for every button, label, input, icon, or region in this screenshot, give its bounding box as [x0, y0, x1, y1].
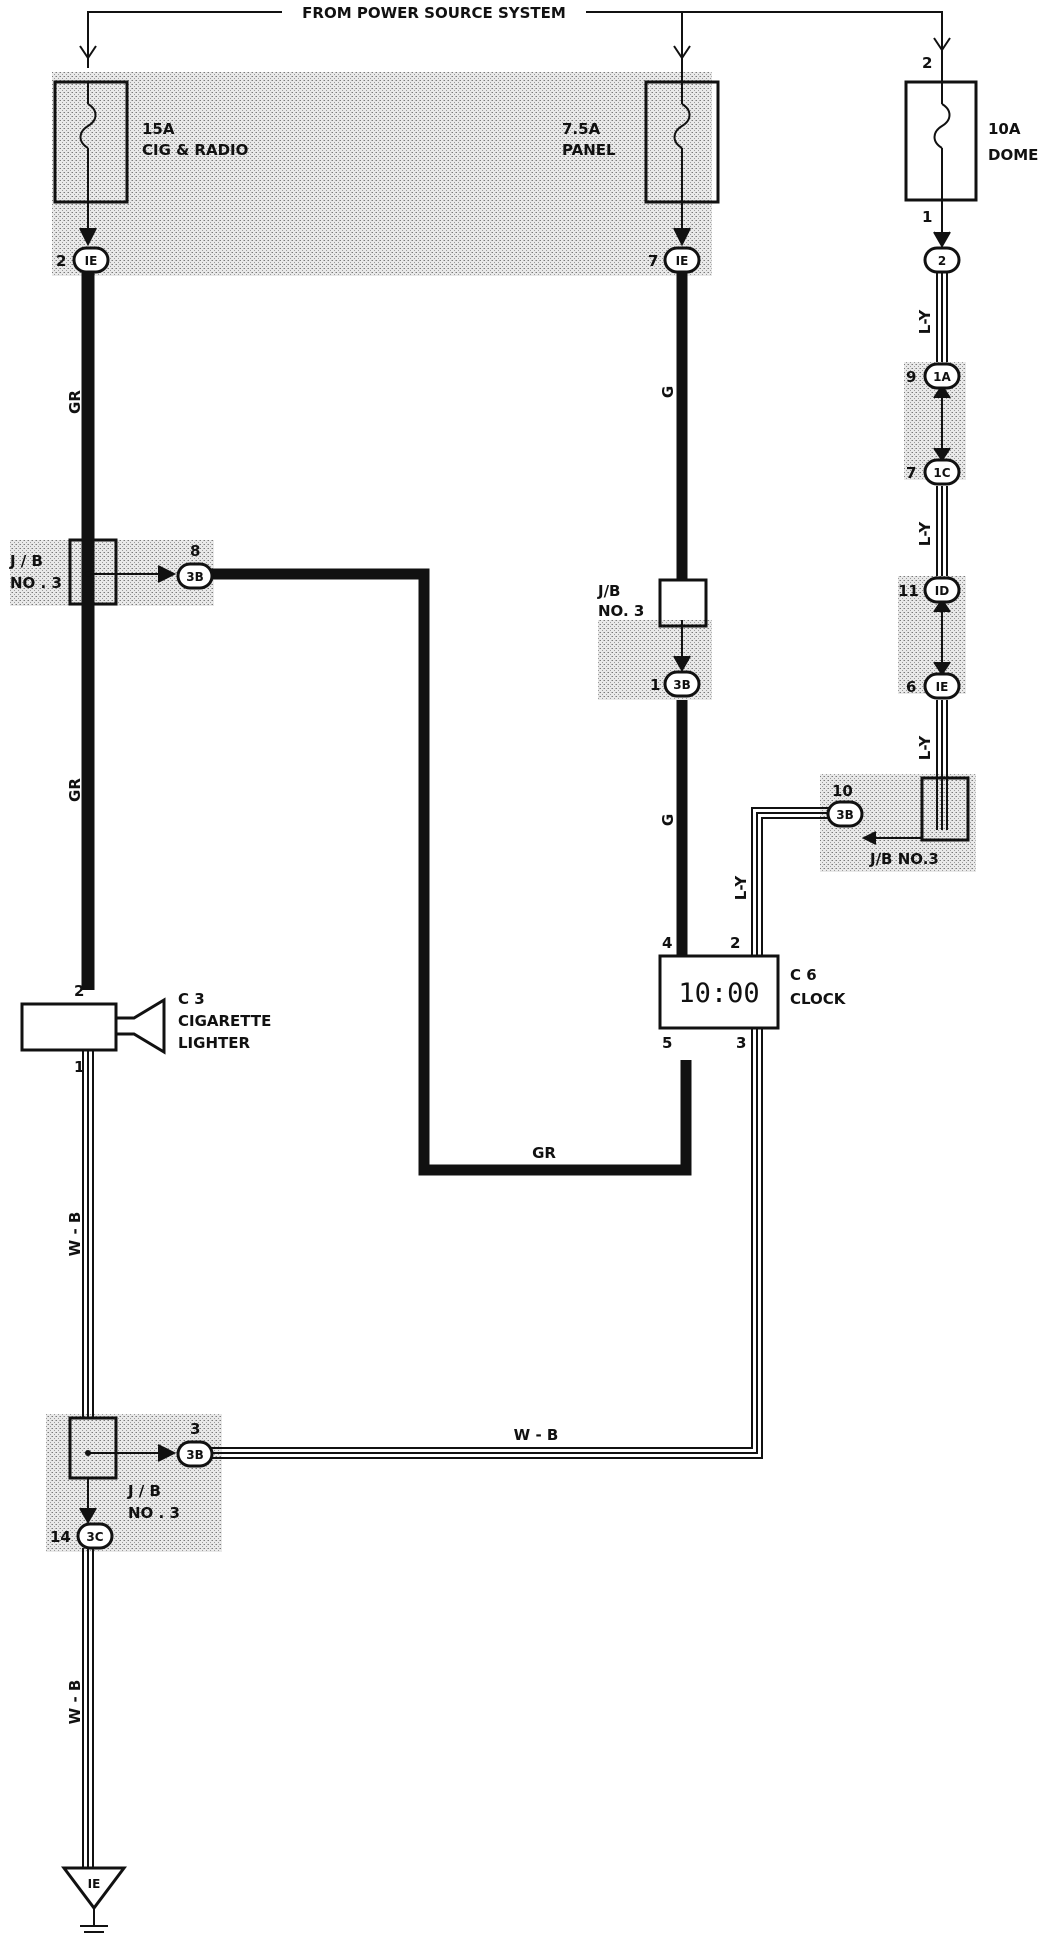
svg-text:9: 9 [906, 368, 916, 386]
svg-text:1C: 1C [933, 466, 950, 480]
lighter-pin-top: 2 [74, 982, 84, 1000]
clock-pin-5: 5 [662, 1034, 672, 1052]
wire-label-wb-horizontal: W - B [514, 1426, 559, 1444]
connector-1c: 1C 7 [906, 458, 961, 486]
connector-id: ID 11 [898, 576, 961, 604]
connector-2-right: 2 [923, 246, 961, 274]
svg-text:IE: IE [936, 680, 949, 694]
svg-text:14: 14 [50, 1528, 71, 1546]
jb-middle-line1: J/B [597, 582, 621, 600]
clock-pin-2: 2 [730, 934, 740, 952]
clock-pin-3: 3 [736, 1034, 746, 1052]
cigarette-lighter: 2 1 C 3 CIGARETTE LIGHTER [20, 982, 271, 1076]
wire-label-wb-1: W - B [66, 1212, 84, 1257]
connector-1a: 1A 9 [906, 362, 961, 390]
connector-3c: 3C 14 [50, 1522, 114, 1550]
jb-left-upper-line2: NO . 3 [10, 574, 62, 592]
wire-label-ly-3: L-Y [916, 735, 934, 761]
wire-ly-right [751, 272, 951, 958]
wire-label-wb-2: W - B [66, 1680, 84, 1725]
wire-label-ly-1: L-Y [916, 309, 934, 335]
wire-label-ly-4: L-Y [732, 875, 750, 901]
jb-left-lower-line1: J / B [127, 1482, 161, 1500]
fuse-panel: 7.5A PANEL [562, 68, 720, 204]
connector-3b-upper: 3B 8 [176, 542, 214, 590]
lighter-ref: C 3 [178, 990, 205, 1008]
wire-label-ly-2: L-Y [916, 521, 934, 547]
wire-gr-loop: GR [210, 568, 692, 1176]
svg-text:3B: 3B [836, 808, 854, 822]
jb-left-upper-line1: J / B [9, 552, 43, 570]
svg-text:3B: 3B [186, 1448, 204, 1462]
wire-gr-left: GR GR [66, 272, 95, 990]
svg-text:3B: 3B [186, 570, 204, 584]
wire-label-gr-2: GR [66, 778, 84, 802]
fuse-cig-amp: 15A [142, 120, 175, 138]
jb-middle: J/B NO. 3 [597, 578, 708, 628]
ground-code: IE [88, 1877, 101, 1891]
wire-g-middle: G G [659, 272, 691, 956]
connector-3b-lower: 3B 3 [176, 1420, 214, 1468]
svg-text:IE: IE [85, 254, 98, 268]
clock: 10:00 4 2 5 3 C 6 CLOCK [658, 934, 847, 1052]
fuse-cig-name: CIG & RADIO [142, 141, 248, 159]
clock-pin-4: 4 [662, 934, 672, 952]
connector-ie-right: IE 6 [906, 672, 961, 700]
svg-text:3: 3 [190, 1420, 200, 1438]
shade-jb-left-lower [46, 1414, 222, 1552]
svg-text:7: 7 [906, 464, 916, 482]
fuse-panel-amp: 7.5A [562, 120, 601, 138]
fuse-dome-in-pin: 2 [922, 54, 932, 72]
connector-3b-right: 3B 10 [826, 782, 864, 828]
lighter-line1: CIGARETTE [178, 1012, 271, 1030]
svg-text:11: 11 [898, 582, 919, 600]
connector-ie-mid: IE 7 [648, 246, 701, 274]
power-source-bus: FROM POWER SOURCE SYSTEM [79, 4, 951, 68]
lighter-pin-bottom: 1 [74, 1058, 84, 1076]
clock-name: CLOCK [790, 990, 847, 1008]
power-source-title: FROM POWER SOURCE SYSTEM [302, 4, 566, 22]
svg-text:8: 8 [190, 542, 200, 560]
svg-text:IE: IE [676, 254, 689, 268]
fuse-cig-radio: 15A CIG & RADIO [53, 80, 248, 204]
ground-symbol: IE [61, 1866, 127, 1933]
jb-right: J/B NO.3 [869, 776, 970, 868]
svg-text:3C: 3C [86, 1530, 103, 1544]
svg-text:6: 6 [906, 678, 916, 696]
svg-text:2: 2 [56, 252, 66, 270]
jb-left-lower: J / B NO . 3 [68, 1416, 180, 1522]
fuse-dome-out-pin: 1 [922, 208, 932, 226]
wire-wb-left [79, 1050, 97, 1868]
clock-display: 10:00 [678, 978, 759, 1009]
clock-ref: C 6 [790, 966, 817, 984]
svg-text:1A: 1A [933, 370, 951, 384]
svg-text:7: 7 [648, 252, 658, 270]
connector-ie-left: IE 2 [56, 246, 110, 274]
wire-wb-horizontal [210, 1028, 763, 1459]
fuse-dome: 2 1 10A DOME [904, 54, 1038, 226]
fuse-dome-amp: 10A [988, 120, 1021, 138]
fuse-dome-name: DOME [988, 146, 1038, 164]
wire-label-g-2: G [659, 814, 677, 826]
svg-text:ID: ID [935, 584, 949, 598]
jb-left-lower-line2: NO . 3 [128, 1504, 180, 1522]
wire-label-g-1: G [659, 386, 677, 398]
jb-middle-line2: NO. 3 [598, 602, 644, 620]
lighter-line2: LIGHTER [178, 1034, 250, 1052]
wire-label-gr-bottom: GR [532, 1144, 556, 1162]
svg-text:3B: 3B [673, 678, 691, 692]
jb-left-upper: J / B NO . 3 [9, 538, 177, 606]
svg-text:10: 10 [832, 782, 853, 800]
jb-right-label: J/B NO.3 [869, 850, 939, 868]
svg-text:1: 1 [650, 676, 660, 694]
shade-fuse-band [52, 72, 712, 276]
wire-label-gr-1: GR [66, 390, 84, 414]
svg-text:2: 2 [938, 254, 946, 268]
connector-3b-mid: 3B 1 [650, 670, 701, 698]
fuse-panel-name: PANEL [562, 141, 616, 159]
